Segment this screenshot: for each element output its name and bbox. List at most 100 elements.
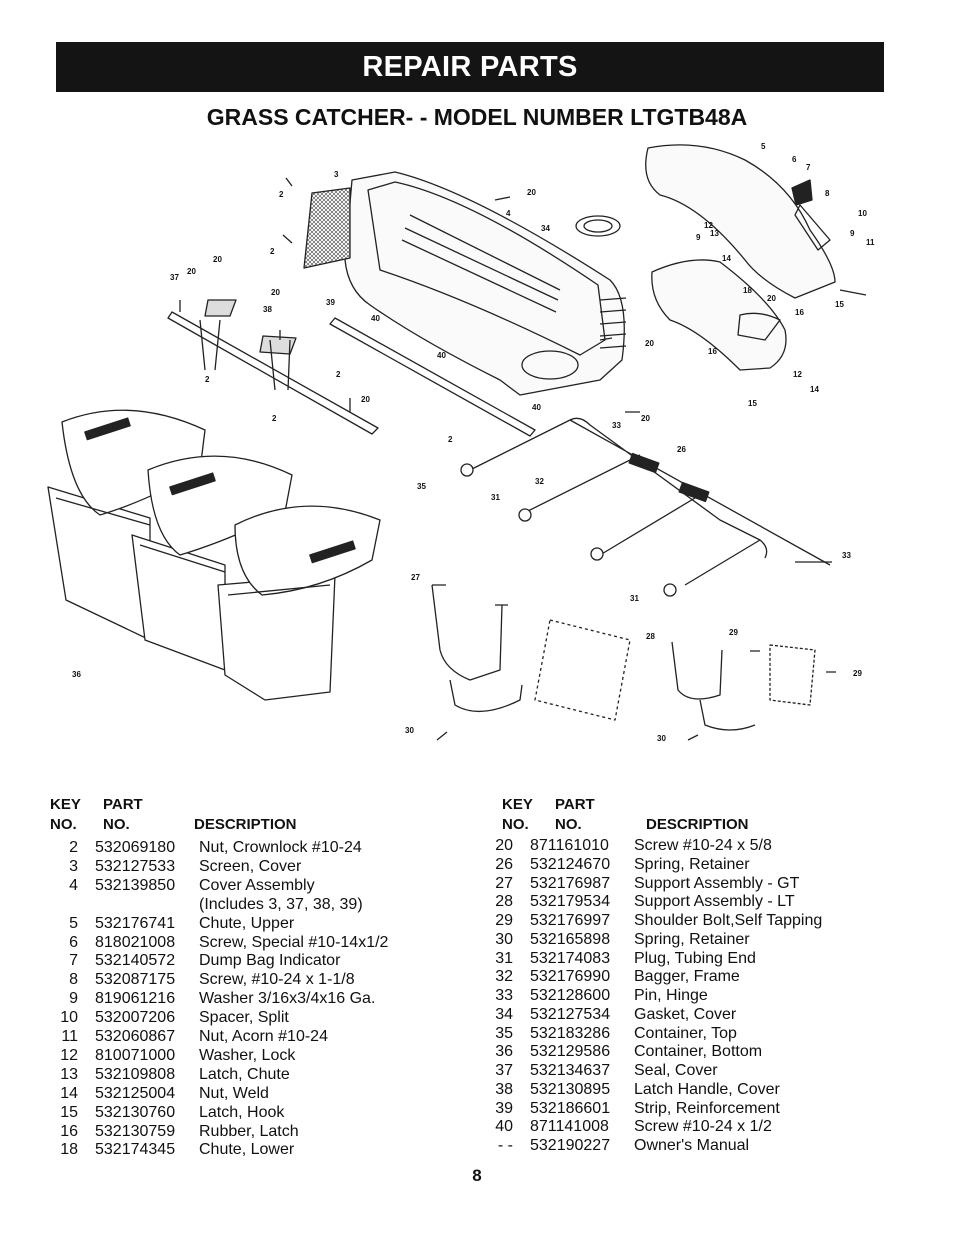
part-description: Support Assembly - LT xyxy=(634,893,795,911)
key-number: 38 xyxy=(495,1080,513,1098)
part-callout: 9 xyxy=(850,229,855,238)
part-callout: 32 xyxy=(535,477,544,486)
part-number: 532190227 xyxy=(530,1137,611,1154)
key-number: 7 xyxy=(69,952,78,970)
key-number: 33 xyxy=(495,987,513,1004)
part-callout: 38 xyxy=(263,305,272,314)
part-number: 818021008 xyxy=(95,933,176,951)
table-row: 33 532128600 Pin, Hinge xyxy=(485,986,905,1005)
part-callout: 35 xyxy=(417,482,426,491)
part-number: 810071000 xyxy=(95,1046,176,1064)
key-number: 34 xyxy=(495,1005,513,1023)
key-number: 40 xyxy=(495,1118,513,1136)
section-banner: REPAIR PARTS xyxy=(56,42,884,92)
part-description: Nut, Crownlock #10-24 xyxy=(199,839,362,856)
part-description: Container, Top xyxy=(634,1024,737,1042)
right-key-no-label: NO. xyxy=(502,816,529,833)
part-number: 532007206 xyxy=(95,1009,176,1027)
cover-seal xyxy=(167,311,379,435)
part-callout: 30 xyxy=(405,726,414,735)
part-callout: 10 xyxy=(858,209,867,218)
part-description: Rubber, Latch xyxy=(199,1122,299,1140)
left-part-no-label: NO. xyxy=(103,816,130,833)
part-description: Washer 3/16x3/4x16 Ga. xyxy=(199,990,376,1008)
part-number: 532129586 xyxy=(530,1043,611,1061)
part-description: Pin, Hinge xyxy=(634,987,708,1004)
left-key-no-label: NO. xyxy=(50,816,77,833)
part-number: 532134637 xyxy=(530,1062,611,1079)
key-number: 14 xyxy=(60,1084,78,1102)
part-callout: 30 xyxy=(657,734,666,743)
part-description: Chute, Lower xyxy=(199,1141,295,1159)
key-number: 31 xyxy=(495,949,513,967)
part-callout: 4 xyxy=(506,209,511,218)
part-number: 819061216 xyxy=(95,990,176,1008)
part-description: Cover Assembly xyxy=(199,876,315,894)
part-description: Nut, Weld xyxy=(199,1084,269,1102)
right-key-label: KEY xyxy=(502,796,533,813)
part-callout: 33 xyxy=(612,421,621,430)
part-callout: 20 xyxy=(361,395,370,404)
part-callout: 14 xyxy=(722,254,731,263)
part-callout: 2 xyxy=(272,414,277,423)
part-callout: 12 xyxy=(793,370,802,379)
part-callout: 37 xyxy=(170,273,179,282)
key-number: 30 xyxy=(495,930,513,948)
key-number: 37 xyxy=(495,1062,513,1079)
part-number: 532176997 xyxy=(530,912,611,929)
key-number: 4 xyxy=(69,876,78,894)
part-callout: 11 xyxy=(866,238,875,247)
part-description: Screen, Cover xyxy=(199,857,302,875)
part-description: Latch, Chute xyxy=(199,1065,290,1083)
grass-containers xyxy=(47,409,381,701)
right-part-no-label: NO. xyxy=(555,816,582,833)
part-number: 532130895 xyxy=(530,1080,611,1098)
part-number: 532130760 xyxy=(95,1103,176,1121)
cover-screen xyxy=(303,187,351,269)
part-callout: 20 xyxy=(645,339,654,348)
part-description: Bagger, Frame xyxy=(634,968,740,986)
right-header-description: DESCRIPTION xyxy=(646,816,749,833)
part-description: Latch Handle, Cover xyxy=(634,1080,780,1098)
part-number: 532069180 xyxy=(95,839,176,856)
table-row: 38 532130895 Latch Handle, Cover xyxy=(485,1080,905,1099)
part-description: (Includes 3, 37, 38, 39) xyxy=(199,895,363,913)
key-number: 11 xyxy=(61,1028,78,1045)
bagger-frame xyxy=(469,417,831,586)
key-number: 36 xyxy=(495,1043,513,1061)
part-number: 532124670 xyxy=(530,855,611,873)
part-number: 532179534 xyxy=(530,893,611,911)
key-number: 5 xyxy=(69,914,78,932)
part-description: Spring, Retainer xyxy=(634,855,750,873)
part-number: 871141008 xyxy=(530,1118,609,1136)
cover-gasket xyxy=(575,215,621,237)
part-callout: 12 xyxy=(704,221,713,230)
part-callout: 40 xyxy=(437,351,446,360)
table-row: 11 532060867 Nut, Acorn #10-24 xyxy=(50,1027,470,1046)
part-number: 532128600 xyxy=(530,987,611,1004)
part-callout: 20 xyxy=(527,188,536,197)
part-callout: 7 xyxy=(806,163,811,172)
right-part-label: PART xyxy=(555,796,595,813)
key-number: 9 xyxy=(69,990,78,1008)
part-number: 532060867 xyxy=(95,1028,176,1045)
part-callout: 27 xyxy=(411,573,420,582)
part-number: 532176990 xyxy=(530,968,611,986)
key-number: 2 xyxy=(69,839,78,856)
section-title: REPAIR PARTS xyxy=(362,50,578,83)
part-callout: 13 xyxy=(710,229,719,238)
key-number: 29 xyxy=(495,912,513,929)
part-callout: 2 xyxy=(279,190,284,199)
part-description: Nut, Acorn #10-24 xyxy=(199,1028,328,1045)
part-callout: 15 xyxy=(748,399,757,408)
cover-assembly xyxy=(344,171,625,396)
